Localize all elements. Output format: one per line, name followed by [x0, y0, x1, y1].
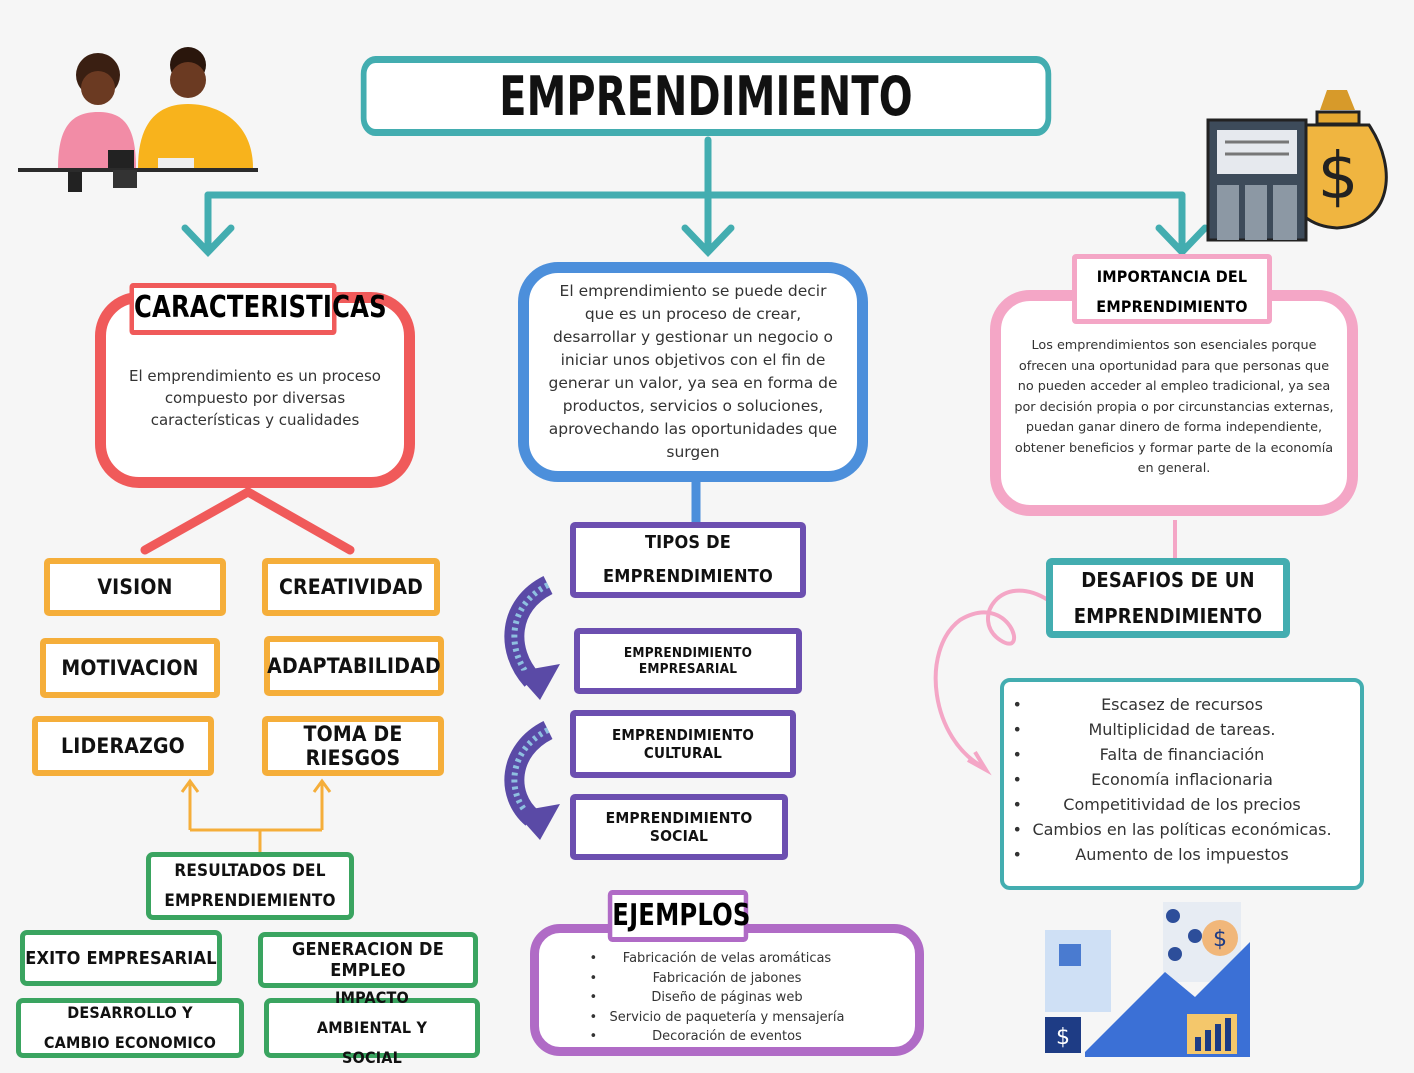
- resultados-heading: RESULTADOS DEL EMPRENDIEMIENTO: [146, 852, 354, 920]
- trait-creatividad: CREATIVIDAD: [262, 558, 440, 616]
- svg-text:$: $: [1318, 140, 1359, 214]
- resultados-heading-line1: RESULTADOS DEL: [174, 861, 326, 881]
- ejemplo-item: Decoración de eventos: [590, 1027, 845, 1047]
- svg-text:$: $: [1213, 927, 1227, 952]
- desafios-heading-line1: DESAFIOS DE UN: [1081, 568, 1255, 592]
- tipo-empresarial: EMPRENDIMIENTO EMPRESARIAL: [574, 628, 802, 694]
- ejemplo-item: Fabricación de velas aromáticas: [590, 949, 845, 969]
- ejemplos-list: Fabricación de velas aromáticas Fabricac…: [590, 949, 845, 1047]
- desafios-heading-line2: EMPRENDIMIENTO: [1073, 604, 1263, 628]
- tipo-cultural: EMPRENDIMIENTO CULTURAL: [570, 710, 796, 778]
- trait-vision: VISION: [44, 558, 226, 616]
- importancia-text: Los emprendimientos son esenciales porqu…: [1014, 338, 1334, 476]
- desafios-box: Escasez de recursos Multiplicidad de tar…: [1000, 678, 1364, 890]
- resultado-impacto: IMPACTO AMBIENTAL Y SOCIAL: [264, 988, 480, 1067]
- desafio-item: Escasez de recursos: [1012, 692, 1331, 717]
- resultado-desarrollo: DESARROLLO Y CAMBIO ECONOMICO: [16, 998, 244, 1058]
- curved-arrow-icon: [504, 576, 560, 840]
- trait-adaptabilidad: ADAPTABILIDAD: [264, 636, 444, 696]
- tipos-heading-line1: TIPOS DE: [644, 532, 732, 553]
- importancia-heading-line1: IMPORTANCIA DEL: [1096, 267, 1248, 286]
- desafio-item: Economía inflacionaria: [1012, 767, 1331, 792]
- resultados-heading-line2: EMPRENDIEMIENTO: [164, 891, 336, 911]
- ejemplos-box: Fabricación de velas aromáticas Fabricac…: [530, 924, 924, 1056]
- desafio-item: Multiplicidad de tareas.: [1012, 717, 1331, 742]
- tipos-heading: TIPOS DE EMPRENDIMIENTO: [570, 522, 806, 598]
- desafios-heading: DESAFIOS DE UN EMPRENDIMIENTO: [1046, 558, 1290, 638]
- tipos-heading-line2: EMPRENDIMIENTO: [603, 566, 773, 587]
- caracteristicas-text: El emprendimiento es un proceso compuest…: [129, 367, 381, 429]
- tipo-social: EMPRENDIMIENTO SOCIAL: [570, 794, 788, 860]
- definition-text: El emprendimiento se puede decir que es …: [548, 282, 838, 461]
- definition-box: El emprendimiento se puede decir que es …: [518, 262, 868, 482]
- caracteristicas-heading: CARACTERISTICAS: [129, 283, 387, 335]
- desafios-list: Escasez de recursos Multiplicidad de tar…: [1012, 692, 1331, 867]
- money-bag-register-illustration: $: [1206, 90, 1388, 242]
- ejemplo-item: Fabricación de jabones: [590, 969, 845, 989]
- desafio-item: Competitividad de los precios: [1012, 792, 1331, 817]
- main-title: EMPRENDIMIENTO: [360, 56, 1052, 136]
- ejemplo-item: Diseño de páginas web: [590, 988, 845, 1008]
- desafio-item: Falta de financiación: [1012, 742, 1331, 767]
- business-growth-illustration: $ $: [1045, 902, 1250, 1057]
- desafio-item: Aumento de los impuestos: [1012, 842, 1331, 867]
- ejemplo-item: Servicio de paquetería y mensajería: [590, 1008, 845, 1028]
- svg-text:$: $: [1056, 1025, 1070, 1050]
- importancia-box: Los emprendimientos son esenciales porqu…: [990, 290, 1358, 516]
- resultado-exito-empresarial: EXITO EMPRESARIAL: [20, 930, 222, 986]
- resultado-generacion-de-empleo: GENERACION DE EMPLEO: [258, 932, 478, 988]
- ejemplos-heading: EJEMPLOS: [607, 890, 750, 942]
- importancia-heading-line2: EMPRENDIMIENTO: [1096, 297, 1248, 316]
- trait-motivacion: MOTIVACION: [40, 638, 220, 698]
- trait-toma-de-riesgos: TOMA DE RIESGOS: [262, 716, 444, 776]
- people-working-illustration: [18, 47, 258, 192]
- desafio-item: Cambios en las políticas económicas.: [1012, 817, 1331, 842]
- importancia-heading: IMPORTANCIA DEL EMPRENDIMIENTO: [1072, 254, 1272, 324]
- trait-liderazgo: LIDERAZGO: [32, 716, 214, 776]
